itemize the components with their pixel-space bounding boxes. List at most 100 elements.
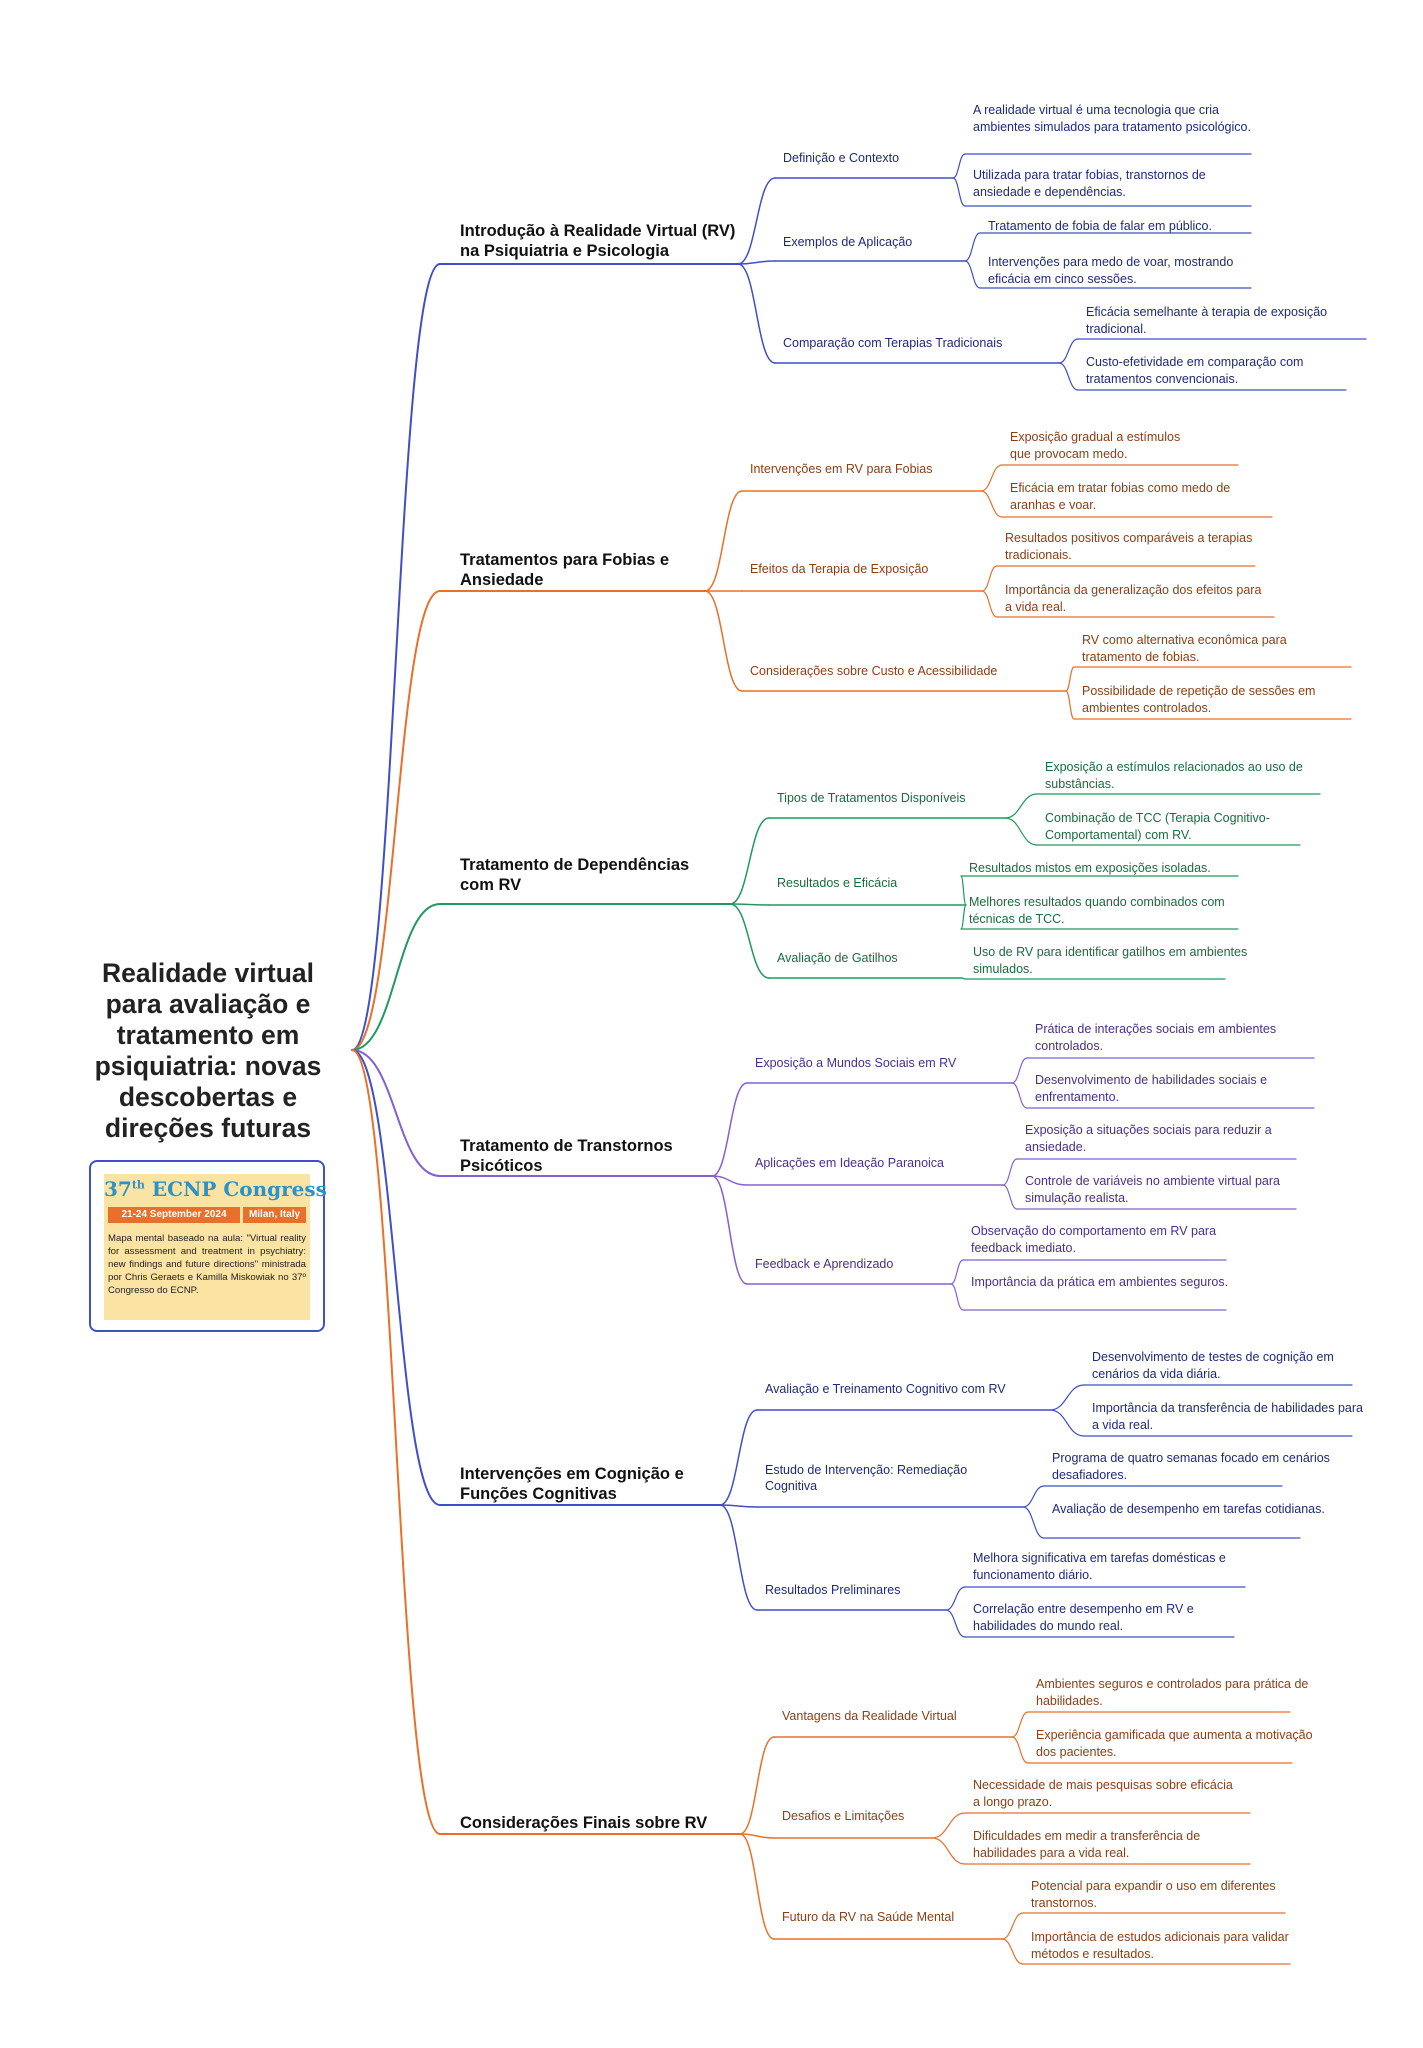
subtopic-label[interactable]: Avaliação de Gatilhos (777, 951, 898, 965)
leaf-note[interactable]: Possibilidade de repetição de sessões em… (1082, 684, 1316, 715)
leaf-note[interactable]: Eficácia semelhante à terapia de exposiç… (1086, 305, 1328, 336)
leaf-connector (1011, 1057, 1028, 1084)
subtopic-label[interactable]: Considerações sobre Custo e Acessibilida… (750, 664, 998, 678)
subtopic-label[interactable]: Feedback e Aprendizado (755, 1257, 894, 1271)
branch-title[interactable]: Tratamento de Dependências com RV (460, 856, 690, 894)
leaf-note[interactable]: Necessidade de mais pesquisas sobre efic… (973, 1778, 1233, 1809)
leaf-connector (964, 232, 981, 262)
leaf-note[interactable]: Avaliação de desempenho em tarefas cotid… (1052, 1502, 1325, 1516)
congress-ordinal: th (131, 1178, 145, 1192)
subtopic-label[interactable]: Resultados e Eficácia (777, 876, 898, 890)
congress-name: ECNP Congress (151, 1177, 327, 1201)
central-topic-title[interactable]: Realidade virtual para avaliação e trata… (94, 958, 322, 1143)
leaf-note[interactable]: Combinação de TCC (Terapia Cognitivo-Com… (1045, 811, 1270, 842)
leaf-connector (1065, 666, 1075, 692)
subtopic-connector (704, 590, 743, 692)
subtopic-label[interactable]: Avaliação e Treinamento Cognitivo com RV (765, 1382, 1006, 1396)
leaf-note[interactable]: Eficácia em tratar fobias como medo de a… (1010, 481, 1231, 512)
leaf-note[interactable]: Melhores resultados quando combinados co… (969, 895, 1225, 926)
leaf-note[interactable]: Observação do comportamento em RV para f… (971, 1224, 1217, 1255)
leaf-connector (981, 590, 998, 618)
subtopic-connector (739, 1833, 775, 1940)
leaf-connector (950, 1259, 964, 1285)
subtopic-connector (711, 1175, 748, 1285)
leaf-connector (1002, 1184, 1018, 1210)
branch-title[interactable]: Tratamentos para Fobias e Ansiedade (460, 551, 670, 589)
subtopic-label[interactable]: Exemplos de Aplicação (783, 235, 913, 249)
subtopic-label[interactable]: Aplicações em Ideação Paranoica (755, 1156, 945, 1170)
subtopic-label[interactable]: Futuro da RV na Saúde Mental (782, 1910, 955, 1924)
leaf-note[interactable]: Potencial para expandir o uso em diferen… (1031, 1879, 1276, 1910)
leaf-connector (1065, 690, 1075, 720)
leaf-connector (1022, 1485, 1045, 1508)
leaf-note[interactable]: Resultados mistos em exposições isoladas… (969, 861, 1211, 875)
subtopic-label[interactable]: Definição e Contexto (783, 151, 900, 165)
leaf-note[interactable]: Programa de quatro semanas focado em cen… (1052, 1451, 1330, 1482)
leaf-note[interactable]: Importância de estudos adicionais para v… (1031, 1930, 1289, 1961)
leaf-note[interactable]: Exposição gradual a estímulos que provoc… (1010, 430, 1181, 461)
branch-connector (351, 263, 441, 1051)
branch-title[interactable]: Considerações Finais sobre RV (460, 1814, 708, 1832)
subtopic-label[interactable]: Resultados Preliminares (765, 1583, 901, 1597)
leaf-connector (1002, 1158, 1018, 1186)
leaf-note[interactable]: Exposição a estímulos relacionados ao us… (1045, 760, 1303, 791)
leaf-connector (1011, 1736, 1029, 1764)
subtopic-label[interactable]: Estudo de Intervenção: Remediação Cognit… (765, 1463, 968, 1493)
subtopic-connector (729, 903, 770, 979)
subtopic-label[interactable]: Efeitos da Terapia de Exposição (750, 562, 929, 576)
leaf-connector (1022, 1506, 1045, 1539)
leaf-note[interactable]: Utilizada para tratar fobias, transtorno… (973, 168, 1206, 199)
leaf-connector (945, 1586, 966, 1611)
subtopic-label[interactable]: Exposição a Mundos Sociais em RV (755, 1056, 957, 1070)
subtopic-label[interactable]: Comparação com Terapias Tradicionais (783, 336, 1003, 350)
subtopic-connector (737, 260, 776, 265)
leaf-note[interactable]: Tratamento de fobia de falar em público. (988, 219, 1212, 233)
congress-number: 37 (104, 1177, 132, 1201)
leaf-connector (1004, 793, 1038, 819)
leaf-note[interactable]: Desenvolvimento de habilidades sociais e… (1035, 1073, 1268, 1104)
leaf-note[interactable]: Custo-efetividade em comparação com trat… (1086, 355, 1304, 386)
leaf-note[interactable]: Correlação entre desempenho em RV e habi… (973, 1602, 1194, 1633)
leaf-connector (1001, 1938, 1024, 1965)
branch-title[interactable]: Intervenções em Cognição e Funções Cogni… (460, 1465, 684, 1503)
branch-connector (351, 590, 441, 1051)
congress-location-badge: Milan, Italy (243, 1207, 306, 1223)
leaf-note[interactable]: Importância da prática em ambientes segu… (971, 1275, 1229, 1289)
subtopic-connector (711, 1175, 748, 1186)
leaf-note[interactable]: Dificuldades em medir a transferência de… (973, 1829, 1201, 1860)
leaf-note[interactable]: Prática de interações sociais em ambient… (1035, 1022, 1277, 1053)
leaf-connector (964, 260, 981, 289)
leaf-connector (952, 177, 966, 207)
branch-title[interactable]: Tratamento de Transtornos Psicóticos (460, 1137, 673, 1175)
leaf-connector (1058, 338, 1079, 364)
leaf-note[interactable]: Importância da generalização dos efeitos… (1005, 583, 1262, 614)
leaf-note[interactable]: Exposição a situações sociais para reduz… (1025, 1123, 1272, 1154)
subtopic-label[interactable]: Vantagens da Realidade Virtual (782, 1709, 957, 1723)
subtopic-label[interactable]: Tipos de Tratamentos Disponíveis (777, 791, 966, 805)
branch-title[interactable]: Introdução à Realidade Virtual (RV) na P… (460, 222, 736, 260)
leaf-connector (1049, 1409, 1085, 1437)
congress-banner: 37th ECNP Congress 21-24 September 2024 … (104, 1174, 327, 1320)
leaf-note[interactable]: Melhora significativa em tarefas domésti… (973, 1551, 1226, 1582)
leaf-note[interactable]: Desenvolvimento de testes de cognição em… (1092, 1350, 1334, 1381)
congress-description: Mapa mental baseado na aula: "Virtual re… (108, 1233, 306, 1296)
leaf-note[interactable]: Resultados positivos comparáveis a terap… (1005, 531, 1253, 562)
leaf-note[interactable]: Importância da transferência de habilida… (1092, 1401, 1364, 1432)
congress-date-badge: 21-24 September 2024 (108, 1207, 240, 1223)
congress-info-card: 37th ECNP Congress 21-24 September 2024 … (89, 1160, 327, 1332)
leaf-connector (960, 904, 967, 930)
branch-connector (351, 903, 441, 1051)
subtopic-connector (739, 1736, 775, 1835)
leaf-note[interactable]: A realidade virtual é uma tecnologia que… (973, 103, 1251, 134)
subtopic-label[interactable]: Desafios e Limitações (782, 1809, 905, 1823)
leaf-note[interactable]: RV como alternativa econômica para trata… (1082, 633, 1287, 664)
subtopic-connector (719, 1409, 758, 1506)
leaf-note[interactable]: Controle de variáveis no ambiente virtua… (1025, 1174, 1280, 1205)
subtopic-connector (729, 903, 770, 906)
leaf-note[interactable]: Ambientes seguros e controlados para prá… (1036, 1677, 1309, 1708)
leaf-note[interactable]: Uso de RV para identificar gatilhos em a… (973, 945, 1248, 976)
leaf-note[interactable]: Intervenções para medo de voar, mostrand… (988, 255, 1234, 286)
leaf-connector (1011, 1711, 1029, 1738)
leaf-note[interactable]: Experiência gamificada que aumenta a mot… (1036, 1728, 1313, 1759)
subtopic-label[interactable]: Intervenções em RV para Fobias (750, 462, 933, 476)
